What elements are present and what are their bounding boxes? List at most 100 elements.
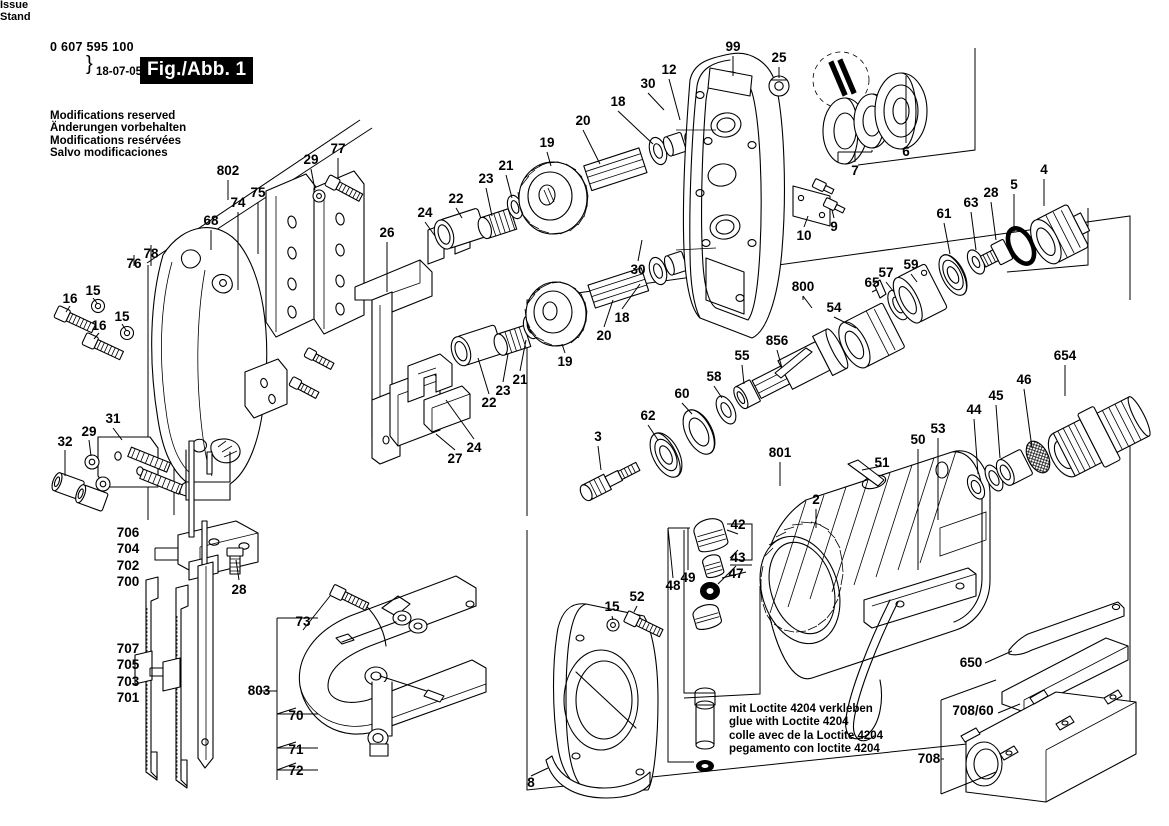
callout-29: 29 — [303, 152, 319, 167]
callout-99: 99 — [725, 39, 741, 54]
stand-label: Stand — [0, 10, 31, 23]
callout-51: 51 — [874, 455, 890, 470]
callout-49: 49 — [680, 570, 696, 585]
callout-23: 23 — [495, 383, 511, 398]
spindle-assembly — [579, 204, 1091, 502]
callout-63: 63 — [963, 195, 979, 210]
callout-52: 52 — [629, 589, 645, 604]
callout-9: 9 — [830, 219, 838, 234]
callout-54: 54 — [826, 300, 842, 315]
callout-18: 18 — [614, 310, 630, 325]
issue-stand-labels: Issue Stand — [0, 0, 1169, 23]
callout-60: 60 — [674, 386, 690, 401]
callout-61: 61 — [936, 206, 952, 221]
callout-16: 16 — [91, 318, 107, 333]
callout-30: 30 — [640, 76, 656, 91]
callout-72: 72 — [288, 763, 304, 778]
callout-4: 4 — [1040, 162, 1048, 177]
callout-78: 78 — [143, 246, 159, 261]
callout-6: 6 — [902, 144, 910, 159]
motor-assembly — [667, 396, 1151, 772]
callout-23: 23 — [478, 171, 494, 186]
callout-22: 22 — [448, 191, 464, 206]
callout-2: 2 — [812, 492, 820, 507]
gear-train-lower — [450, 226, 750, 367]
callout-44: 44 — [966, 402, 982, 417]
callout-10: 10 — [796, 228, 812, 243]
callout-21: 21 — [512, 372, 528, 387]
callout-22: 22 — [481, 395, 497, 410]
case-assembly — [940, 601, 1137, 803]
callout-47: 47 — [728, 566, 744, 581]
callout-28: 28 — [231, 582, 247, 597]
callout-19: 19 — [539, 135, 555, 150]
callout-50: 50 — [910, 432, 926, 447]
issue-label: Issue — [0, 0, 29, 11]
callout-15: 15 — [114, 309, 130, 324]
base-plate-assembly — [276, 575, 487, 780]
loctite-line-es: pegamento con loctite 4204 — [729, 743, 880, 756]
callout-48: 48 — [665, 578, 681, 593]
callout-68: 68 — [203, 213, 219, 228]
callout-3: 3 — [594, 429, 602, 444]
blade-assembly — [134, 440, 259, 789]
gear-carrier — [354, 217, 471, 465]
callout-73: 73 — [295, 614, 311, 629]
callout-708: 708 — [917, 751, 941, 766]
callout-27: 27 — [447, 451, 463, 466]
callout-75: 75 — [250, 185, 266, 200]
callout-30: 30 — [630, 262, 646, 277]
callout-19: 19 — [557, 354, 573, 369]
callout-801: 801 — [768, 445, 792, 460]
leader-lines — [64, 56, 1066, 777]
callout-708-60: 708/60 — [952, 703, 994, 718]
callout-16: 16 — [62, 291, 78, 306]
modifications-note: Modifications reserved Änderungen vorbeh… — [50, 110, 186, 160]
callout-25: 25 — [771, 50, 787, 65]
loctite-line-en: glue with Loctite 4204 — [729, 716, 849, 729]
issue-brace: } — [86, 53, 93, 75]
part-number: 0 607 595 100 — [50, 40, 134, 54]
callout-46: 46 — [1016, 372, 1032, 387]
callout-802: 802 — [216, 163, 240, 178]
callout-65: 65 — [864, 275, 880, 290]
callout-70: 70 — [288, 708, 304, 723]
callout-57: 57 — [878, 265, 894, 280]
callout-62: 62 — [640, 408, 656, 423]
callout-77: 77 — [330, 141, 346, 156]
callout-31: 31 — [105, 411, 121, 426]
callout-20: 20 — [596, 328, 612, 343]
callout-18: 18 — [610, 94, 626, 109]
loctite-line-fr: colle avec de la Loctite 4204 — [729, 729, 884, 742]
callout-650: 650 — [959, 655, 983, 670]
pad-strips — [97, 170, 365, 488]
callout-12: 12 — [661, 62, 677, 77]
issue-date: 18-07-05 — [96, 66, 143, 78]
callout-71: 71 — [288, 742, 304, 757]
callout-32: 32 — [57, 434, 73, 449]
callout-5: 5 — [1010, 177, 1018, 192]
callout-654: 654 — [1053, 348, 1077, 363]
seal-washer-group — [768, 51, 928, 227]
modifications-line-de: Änderungen vorbehalten — [50, 122, 187, 135]
gear-housing — [675, 52, 785, 339]
callout-7: 7 — [851, 163, 859, 178]
modifications-line-fr: Modifications resérvées — [50, 134, 182, 147]
callout-856: 856 — [765, 333, 789, 348]
callout-21: 21 — [498, 158, 514, 173]
loctite-line-de: mit Loctite 4204 verkleben — [729, 703, 873, 715]
modifications-line-en: Modifications reserved — [50, 110, 176, 122]
callout-45: 45 — [988, 388, 1004, 403]
callout-26: 26 — [379, 225, 395, 240]
callout-8: 8 — [527, 775, 535, 790]
callout-59: 59 — [903, 257, 919, 272]
callout-76: 76 — [126, 256, 142, 271]
callout-15: 15 — [604, 599, 620, 614]
callout-803: 803 — [247, 683, 271, 698]
callout-42: 42 — [730, 517, 746, 532]
callout-24: 24 — [466, 440, 482, 455]
loctite-note: mit Loctite 4204 verkleben glue with Loc… — [729, 703, 883, 757]
callout-706-704-702-700: 706 704 702 700 — [116, 525, 140, 590]
